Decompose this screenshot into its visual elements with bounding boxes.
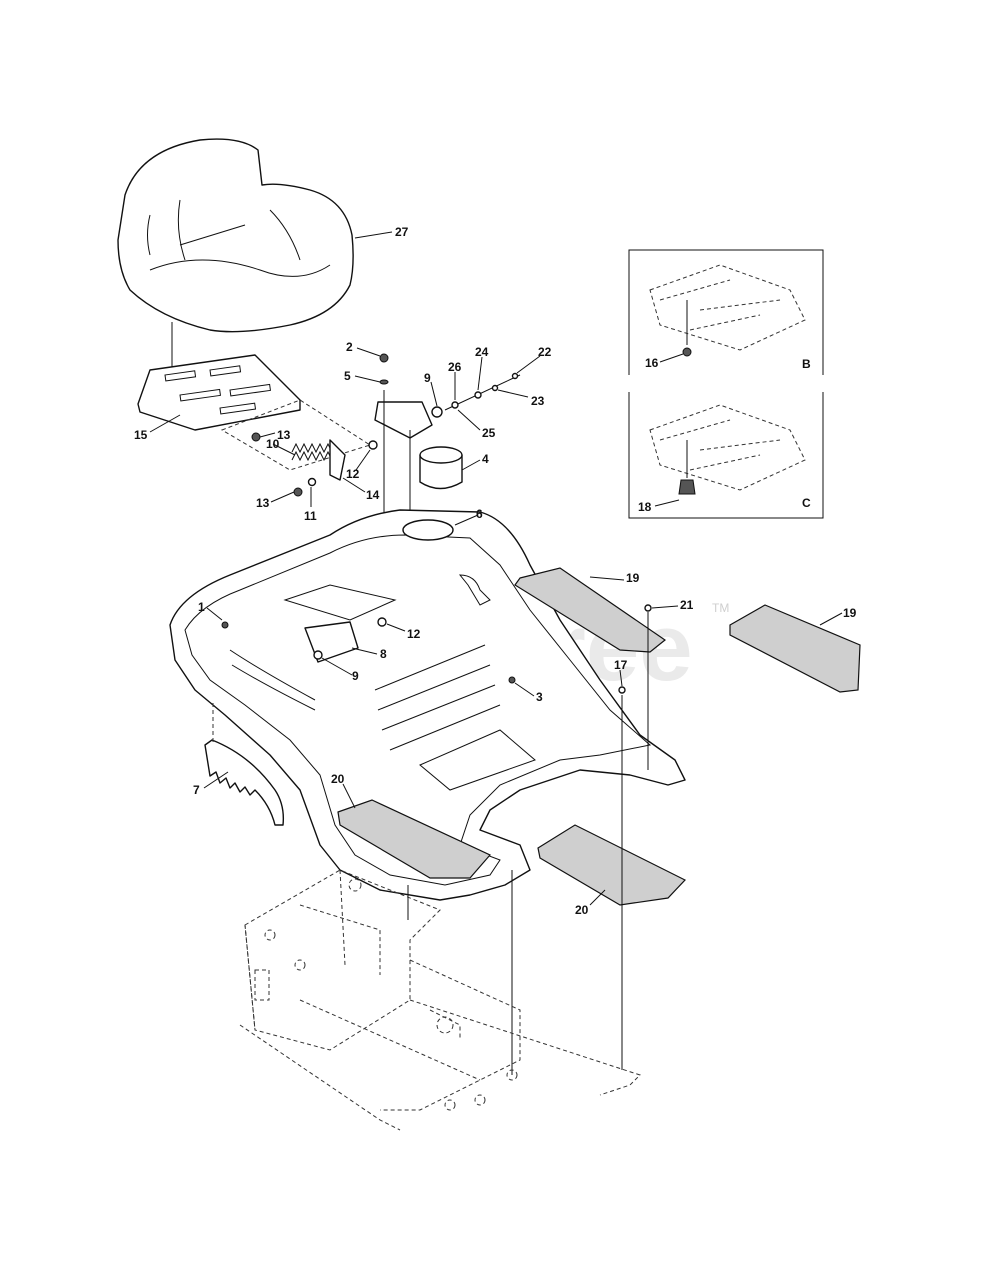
inset-b-letter: B bbox=[802, 357, 811, 371]
washer-12b-part[interactable] bbox=[377, 617, 387, 627]
floor-pad-19b-part[interactable] bbox=[729, 604, 861, 693]
bolt-13b-part[interactable] bbox=[293, 487, 303, 497]
inset-b: B bbox=[628, 249, 824, 375]
callout-19-pan[interactable]: 19 bbox=[626, 571, 640, 585]
shift-quadrant-part[interactable] bbox=[204, 739, 285, 826]
callout-20-pan[interactable]: 20 bbox=[331, 772, 345, 786]
screw-17-part[interactable] bbox=[618, 686, 626, 694]
inset-c: C bbox=[628, 392, 824, 519]
callout-13-upper[interactable]: 13 bbox=[277, 428, 291, 442]
washer-12a-part[interactable] bbox=[368, 440, 378, 450]
callout-7[interactable]: 7 bbox=[193, 783, 200, 797]
callout-8[interactable]: 8 bbox=[380, 647, 387, 661]
nut-9b-part[interactable] bbox=[313, 650, 323, 660]
nut-9a-part[interactable] bbox=[431, 406, 443, 418]
callout-26[interactable]: 26 bbox=[448, 360, 462, 374]
callout-18[interactable]: 18 bbox=[638, 500, 652, 514]
callout-10[interactable]: 10 bbox=[266, 437, 280, 451]
spring-part[interactable] bbox=[291, 442, 333, 462]
callout-9-upper[interactable]: 9 bbox=[424, 371, 431, 385]
watermark-trademark: TM bbox=[712, 601, 729, 615]
callout-23[interactable]: 23 bbox=[531, 394, 545, 408]
washer-5-part[interactable] bbox=[379, 379, 389, 385]
callout-6[interactable]: 6 bbox=[476, 507, 483, 521]
callout-5[interactable]: 5 bbox=[344, 369, 351, 383]
washer-11-part[interactable] bbox=[307, 477, 317, 487]
screw-3-part[interactable] bbox=[508, 676, 516, 684]
callout-16[interactable]: 16 bbox=[645, 356, 659, 370]
knob-16-part[interactable] bbox=[682, 347, 692, 357]
callout-11[interactable]: 11 bbox=[304, 509, 317, 523]
screw-21-part[interactable] bbox=[644, 604, 652, 612]
pin-24-part[interactable] bbox=[474, 391, 482, 399]
washer-23-part[interactable] bbox=[491, 384, 499, 392]
callout-27[interactable]: 27 bbox=[395, 225, 409, 239]
callout-3[interactable]: 3 bbox=[536, 690, 543, 704]
callout-25[interactable]: 25 bbox=[482, 426, 496, 440]
inset-c-letter: C bbox=[802, 496, 811, 510]
adjust-bracket-part[interactable] bbox=[374, 401, 433, 439]
seat-part[interactable] bbox=[117, 138, 354, 333]
callout-21[interactable]: 21 bbox=[680, 598, 694, 612]
callout-2[interactable]: 2 bbox=[346, 340, 353, 354]
bolt-2-part[interactable] bbox=[379, 353, 389, 363]
floor-pad-20a-part[interactable] bbox=[337, 799, 491, 879]
callout-4[interactable]: 4 bbox=[482, 452, 489, 466]
screw-1-part[interactable] bbox=[221, 621, 229, 629]
floor-pad-20b-part[interactable] bbox=[537, 824, 686, 906]
callout-17[interactable]: 17 bbox=[614, 658, 628, 672]
callout-9-lower[interactable]: 9 bbox=[352, 669, 359, 683]
leader-lines bbox=[149, 231, 843, 906]
tractor-frame-reference bbox=[239, 869, 641, 1131]
callout-12-lower[interactable]: 12 bbox=[407, 627, 421, 641]
knob-18-part[interactable] bbox=[678, 479, 696, 495]
callout-22[interactable]: 22 bbox=[538, 345, 552, 359]
callout-13-lower[interactable]: 13 bbox=[256, 496, 270, 510]
mount-outline bbox=[220, 399, 372, 471]
callout-19-separate[interactable]: 19 bbox=[843, 606, 857, 620]
callout-labels: 27 2 5 9 26 24 22 23 25 15 13 10 12 14 4… bbox=[134, 225, 857, 917]
callout-12-upper[interactable]: 12 bbox=[346, 467, 360, 481]
bolt-13a-part[interactable] bbox=[251, 432, 261, 442]
callout-14[interactable]: 14 bbox=[366, 488, 380, 502]
lever-bracket-part[interactable] bbox=[329, 439, 346, 481]
callout-1[interactable]: 1 bbox=[198, 600, 205, 614]
callout-20-separate[interactable]: 20 bbox=[575, 903, 589, 917]
seat-plate-part[interactable] bbox=[137, 354, 301, 431]
clip-22-part[interactable] bbox=[511, 372, 519, 380]
floor-pad-19a-part[interactable] bbox=[514, 567, 667, 653]
callout-24[interactable]: 24 bbox=[475, 345, 489, 359]
cup-holder-part[interactable] bbox=[419, 446, 463, 490]
callout-15[interactable]: 15 bbox=[134, 428, 148, 442]
clip-26-part[interactable] bbox=[451, 401, 459, 409]
